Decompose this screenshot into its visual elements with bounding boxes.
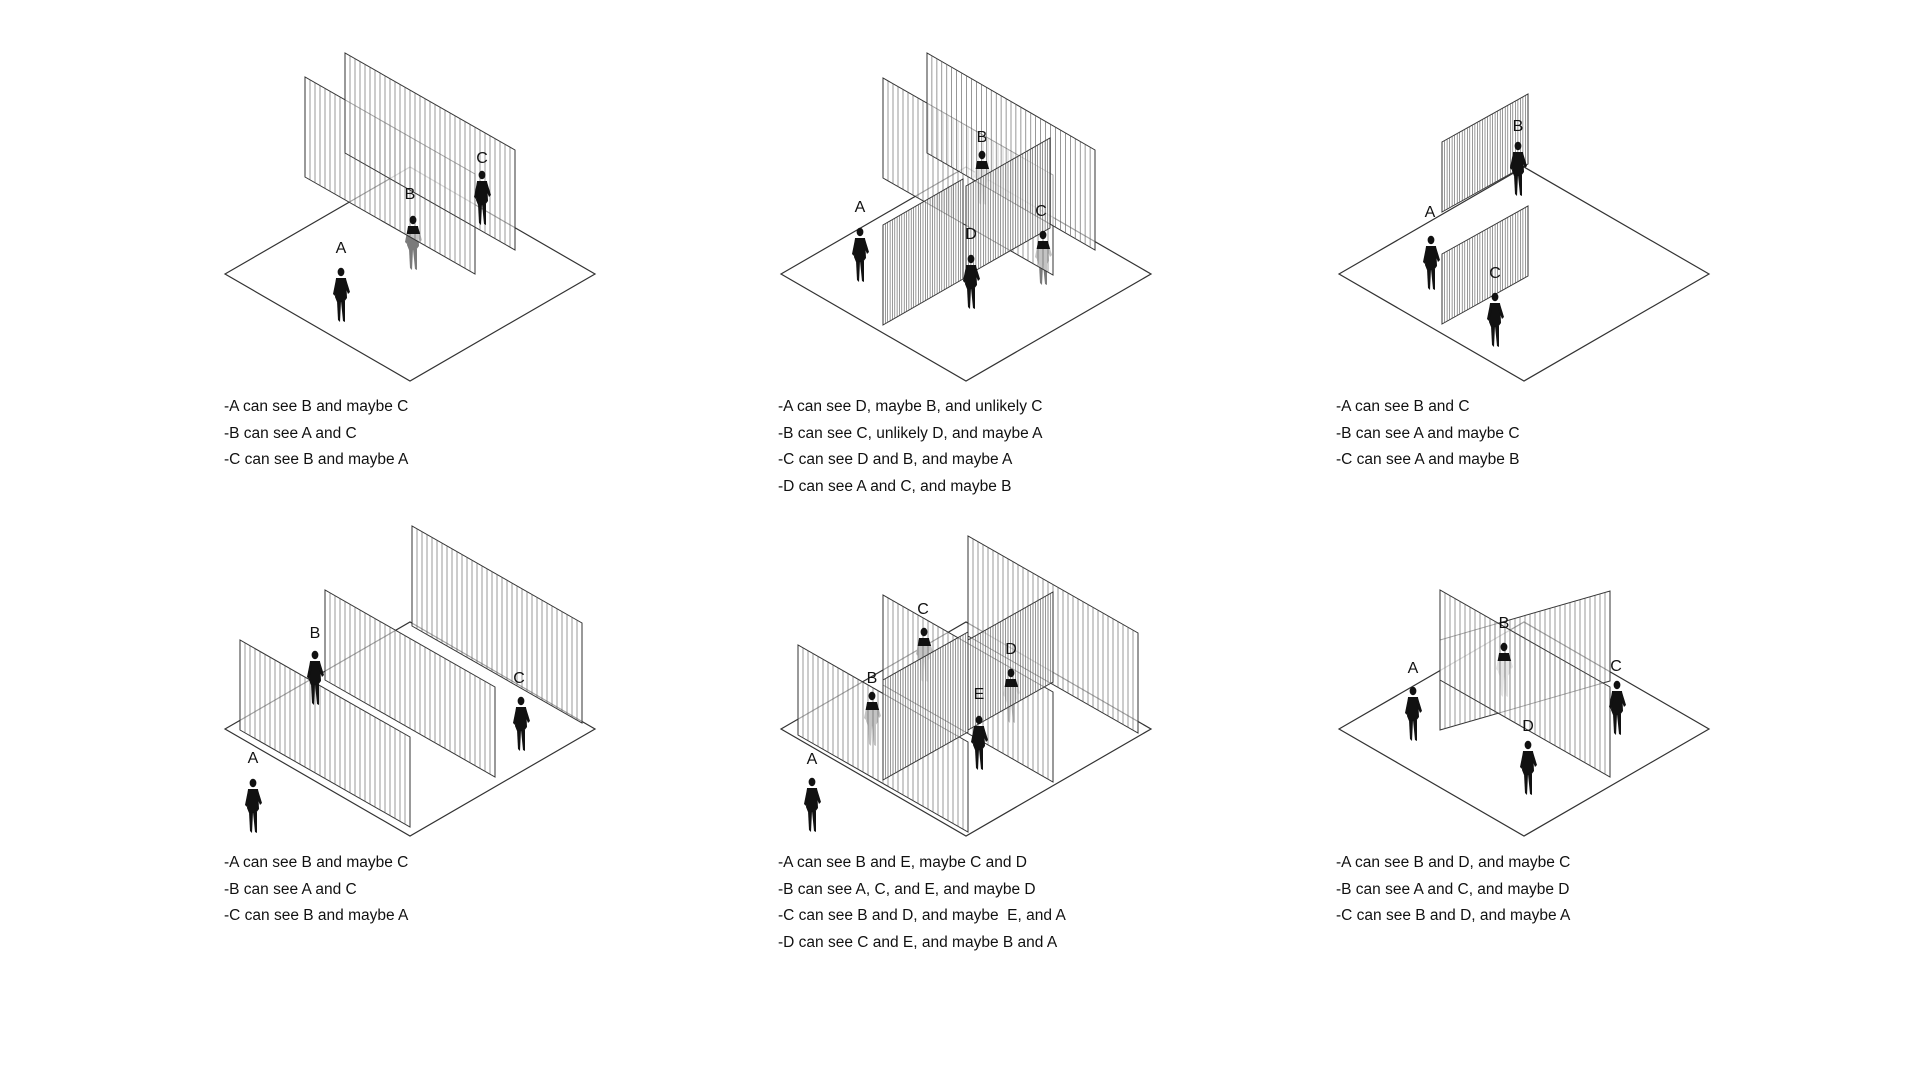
caption-line: -C can see B and maybe A (224, 451, 409, 468)
person-b (1497, 642, 1512, 661)
person-label-d: D (1005, 641, 1017, 658)
person-b (1510, 141, 1527, 196)
caption-line: -A can see B and E, maybe C and D (778, 854, 1027, 871)
person-label-c: C (476, 150, 488, 167)
person-label-c: C (1035, 203, 1047, 220)
person-label-b: B (1513, 118, 1524, 135)
person-b (307, 650, 324, 705)
person-c (1609, 680, 1626, 735)
caption-line: -A can see B and maybe C (224, 854, 409, 871)
person-label-c: C (917, 601, 929, 618)
person-label-a: A (336, 240, 347, 257)
person-label-d: D (1522, 718, 1534, 735)
screen-wall (1441, 93, 1529, 213)
caption-block-3: -A can see B and C -B can see A and maybe… (1336, 394, 1520, 474)
caption-line: -D can see A and C, and maybe B (778, 477, 1012, 495)
floor-plane (223, 166, 597, 382)
person-c (1487, 292, 1504, 347)
person-label-e: E (974, 686, 985, 703)
caption-line: -C can see B and D, and maybe E, and A (778, 907, 1066, 924)
caption-line: -C can see B and maybe A (224, 907, 409, 924)
person-label-a: A (1408, 660, 1419, 677)
person-a (1405, 686, 1422, 741)
caption-line: -A can see B and C (1336, 398, 1470, 415)
caption-line: -C can see B and D, and maybe A (1336, 907, 1571, 924)
person-a (333, 267, 350, 322)
screen-wall (882, 178, 964, 326)
floor-plane (779, 166, 1153, 382)
person-e (971, 715, 988, 770)
caption-line: -A can see D, maybe B, and unlikely C (778, 398, 1043, 415)
person-label-c: C (1610, 658, 1622, 675)
person-b (975, 150, 990, 169)
person-label-a: A (1425, 204, 1436, 221)
person-d (963, 254, 980, 309)
person-label-b: B (310, 625, 321, 642)
person-label-b: B (405, 186, 416, 203)
screen-wall (239, 639, 411, 828)
caption-line: -D can see C and E, and maybe B and A (778, 933, 1058, 951)
person-c (513, 696, 530, 751)
caption-block-4: -A can see B and maybe C -B can see A and… (224, 850, 408, 930)
caption-line: -B can see A, C, and E, and maybe D (778, 880, 1036, 898)
diagram-5: A B C D E (779, 535, 1153, 837)
person-label-b: B (867, 670, 878, 687)
person-b (406, 215, 421, 234)
screen-wall (965, 137, 1051, 277)
screen-wall (1439, 589, 1611, 778)
caption-line: -C can see A and maybe B (1336, 451, 1520, 468)
screen-wall (1441, 205, 1529, 325)
caption-block-5: -A can see B and E, maybe C and D -B can … (778, 850, 1066, 956)
screen-wall (882, 631, 969, 781)
caption-line: -C can see D and B, and maybe A (778, 451, 1013, 468)
person-a (852, 227, 869, 282)
caption-block-1: -A can see B and maybe C -B can see A and… (224, 394, 408, 474)
person-label-d: D (965, 226, 977, 243)
person-label-b: B (977, 129, 988, 146)
person-a (245, 778, 262, 833)
caption-block-2: -A can see D, maybe B, and unlikely C -B … (778, 394, 1043, 500)
screen-wall (344, 52, 516, 251)
person-label-c: C (1489, 265, 1501, 282)
diagram-6: A B C D (1337, 589, 1711, 837)
person-d (1004, 668, 1019, 687)
caption-block-6: -A can see B and D, and maybe C -B can se… (1336, 850, 1570, 930)
screen-wall (411, 525, 583, 724)
person-label-c: C (513, 670, 525, 687)
caption-line: -A can see B and maybe C (224, 398, 409, 415)
screen-wall (967, 591, 1054, 731)
diagram-1: A B C (223, 52, 597, 382)
caption-line: -B can see A and maybe C (1336, 424, 1520, 442)
diagram-3: A B C (1337, 93, 1711, 382)
diagram-2: A B C D (779, 52, 1153, 382)
caption-line: -B can see A and C (224, 424, 357, 442)
caption-line: -B can see A and C (224, 880, 357, 898)
person-b (865, 691, 880, 710)
person-a (1423, 235, 1440, 290)
person-d (1520, 740, 1537, 795)
diagram-4: A B C (223, 525, 597, 837)
caption-line: -A can see B and D, and maybe C (1336, 854, 1571, 871)
person-label-a: A (855, 199, 866, 216)
person-c (917, 627, 932, 646)
person-label-a: A (248, 750, 259, 767)
person-c (474, 170, 491, 225)
floor-plane (1337, 166, 1711, 382)
caption-line: -B can see C, unlikely D, and maybe A (778, 424, 1043, 442)
screen-wall (324, 589, 496, 778)
caption-line: -B can see A and C, and maybe D (1336, 880, 1570, 898)
person-label-a: A (807, 751, 818, 768)
person-label-b: B (1499, 615, 1510, 632)
person-a (804, 777, 821, 832)
person-c (1036, 230, 1051, 249)
